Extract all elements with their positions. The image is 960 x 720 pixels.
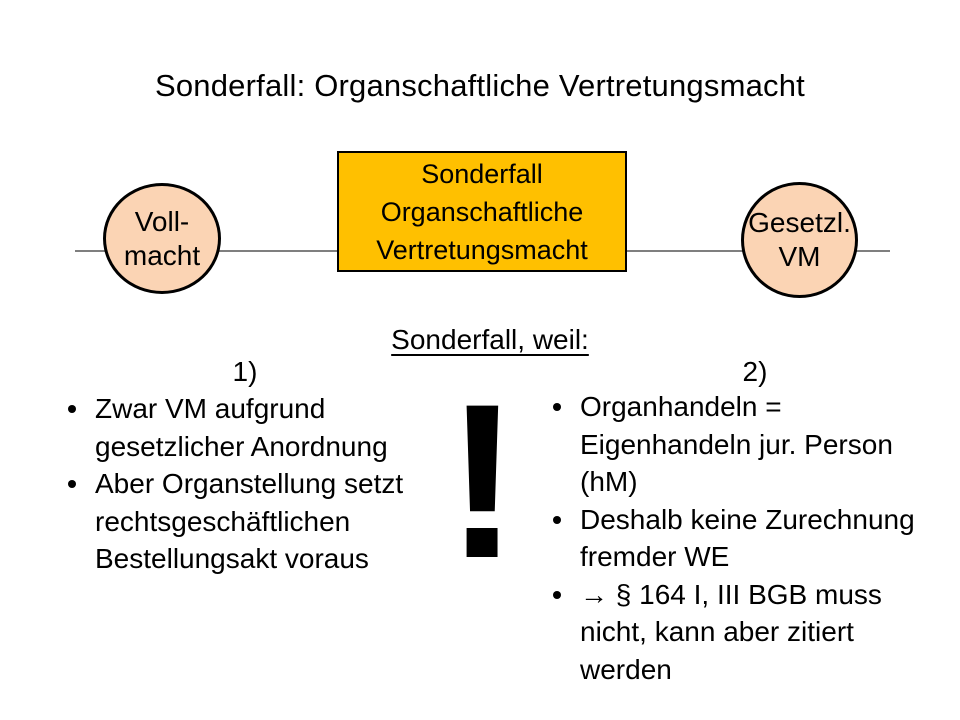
node-gesetzliche-vm: Gesetzl. VM (741, 182, 858, 298)
bullet-text: Aber Organstellung setzt rechtsgeschäftl… (95, 468, 404, 574)
left-column-label: 1) (232, 356, 258, 387)
bullet-icon (553, 403, 561, 411)
section-heading: Sonderfall, weil: (20, 324, 960, 356)
node-gesetzliche-vm-label: Gesetzl. VM (748, 206, 851, 274)
bullet-icon (553, 515, 561, 524)
list-item: Zwar VM aufgrund gesetzlicher Anordnung (68, 390, 451, 465)
list-item: Deshalb keine Zurechnung fremder WE (553, 501, 942, 576)
exclamation-mark: ! (445, 358, 520, 604)
left-bullet-list: Zwar VM aufgrund gesetzlicher Anordnung … (68, 390, 451, 578)
section-heading-text: Sonderfall, weil: (391, 324, 589, 355)
node-sonderfall-line1: Sonderfall (421, 158, 543, 189)
list-item: Organhandeln = Eigenhandeln jur. Person … (553, 388, 942, 501)
bullet-icon (68, 480, 76, 488)
bullet-icon (68, 405, 76, 413)
node-vollmacht: Voll- macht (103, 183, 221, 294)
bullet-icon (553, 590, 561, 599)
right-column-label: 2) (742, 356, 768, 387)
list-item: → § 164 I, III BGB muss nicht, kann aber… (553, 576, 942, 689)
node-gesetzliche-vm-line2: VM (778, 241, 821, 272)
bullet-text: → § 164 I, III BGB muss nicht, kann aber… (580, 578, 882, 685)
node-vollmacht-line1: Voll- (134, 205, 190, 237)
list-item: Aber Organstellung setzt rechtsgeschäftl… (68, 465, 451, 578)
right-bullet-list: Organhandeln = Eigenhandeln jur. Person … (553, 388, 942, 688)
node-sonderfall: Sonderfall Organschaftliche Vertretungsm… (337, 151, 627, 272)
bullet-text: Deshalb keine Zurechnung fremder WE (580, 503, 915, 573)
node-sonderfall-line2: Organschaftliche (380, 196, 584, 227)
node-gesetzliche-vm-line1: Gesetzl. (748, 207, 851, 238)
bullet-text: Organhandeln = Eigenhandeln jur. Person … (580, 391, 893, 497)
node-vollmacht-label: Voll- macht (124, 205, 200, 273)
bullet-text: Zwar VM aufgrund gesetzlicher Anordnung (95, 393, 388, 462)
node-sonderfall-line3: Vertretungsmacht (376, 234, 588, 265)
node-vollmacht-line2: macht (123, 239, 201, 271)
slide-title: Sonderfall: Organschaftliche Vertretungs… (154, 68, 805, 103)
